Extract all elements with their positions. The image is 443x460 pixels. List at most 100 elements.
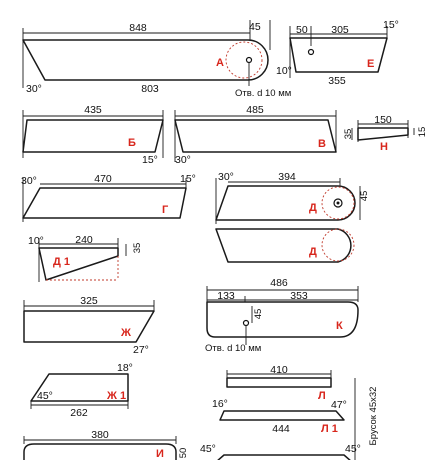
dim-angle-left: 30° (21, 175, 37, 187)
part-a: 848 45 803 30° А Отв. d 10 мм (22, 20, 291, 99)
dim-height: 50 (178, 448, 189, 459)
dim-right-width: 45 (249, 21, 261, 33)
part-label: В (318, 138, 326, 150)
part-v-outline (174, 119, 337, 153)
dim-top: 325 (80, 295, 98, 307)
dim-top-left: 50 (296, 24, 308, 36)
dim-angle-left: 16° (212, 398, 228, 410)
dim-height-right: 15 (417, 127, 428, 138)
dim-angle-right: 45° (345, 443, 361, 455)
part-l1-outline (219, 410, 345, 421)
part-e-outline (289, 37, 388, 73)
part-label: И (156, 448, 164, 460)
part-label: К (336, 320, 343, 332)
part-label: Л (318, 390, 326, 402)
dim-angle: 30° (26, 83, 42, 95)
dim-top: 240 (75, 234, 93, 246)
part-zh: 325 27° Ж (23, 295, 155, 356)
center-guide (321, 186, 355, 220)
dim-angle-left: 10° (276, 65, 292, 77)
dim-angle: 30° (175, 154, 191, 166)
dim-angle-right: 47° (331, 399, 347, 411)
dim-height: 35 (132, 243, 143, 254)
part-d1: 10° 240 35 Д 1 (28, 234, 143, 282)
part-label: Н (380, 141, 388, 153)
part-b: 435 15° Б (22, 104, 164, 166)
part-l1: 16° 47° 444 Л 1 (212, 398, 347, 435)
part-l-outline (226, 377, 332, 388)
part-zh1: 18° 45° 262 Ж 1 (30, 362, 133, 419)
part-label: Б (128, 137, 136, 149)
part-label: Е (367, 58, 374, 70)
part-v: 485 30° В (174, 104, 337, 166)
hole-center-icon (336, 201, 340, 205)
part-bottom-outline (217, 454, 351, 460)
part-label: Д 1 (53, 256, 70, 268)
part-k: 486 133 353 45 К Отв. d 10 мм (205, 277, 359, 354)
dim-height-left: 35 (343, 129, 354, 140)
dim-bottom: 803 (141, 83, 159, 95)
part-label: Г (162, 204, 169, 216)
dim-angle: 15° (142, 154, 158, 166)
part-bottom: 45° 45° (200, 443, 361, 460)
part-i: 380 50 И (23, 429, 189, 460)
dim-bottom: 262 (70, 407, 88, 419)
dim-bottom: 444 (272, 423, 290, 435)
dim-top: 485 (246, 104, 264, 116)
dim-height: 45 (359, 191, 370, 202)
dim-top: 848 (129, 22, 147, 34)
part-d: 30° 394 45 Д (215, 171, 370, 224)
dim-height: 45 (253, 309, 264, 320)
part-label: Ж 1 (106, 390, 126, 402)
hole-note: Отв. d 10 мм (205, 343, 261, 354)
part-label: Д (309, 202, 317, 214)
dim-left: 133 (217, 290, 235, 302)
part-e: 50 305 15° 10° 355 Е (276, 19, 399, 87)
center-guide (321, 228, 355, 262)
dim-angle-right: 18° (117, 362, 133, 374)
dim-top: 435 (84, 104, 102, 116)
dim-top: 470 (94, 173, 112, 185)
part-label: Л 1 (321, 423, 338, 435)
dim-angle-right: 15° (180, 173, 196, 185)
part-a-outline (22, 39, 269, 81)
dim-top: 394 (278, 171, 296, 183)
dim-angle-left: 45° (200, 443, 216, 455)
dim-top: 410 (270, 364, 288, 376)
part-g-outline (22, 187, 187, 219)
part-l: 410 Л (226, 364, 332, 402)
part-k-outline (206, 301, 359, 338)
dim-angle: 30° (218, 171, 234, 183)
hole-icon (245, 56, 253, 64)
dim-angle: 10° (28, 235, 44, 247)
part-d-outline (215, 185, 356, 221)
dim-top: 380 (91, 429, 109, 441)
part-b-outline (22, 119, 164, 153)
dim-top: 150 (374, 114, 392, 126)
beam-note: Брусок 45х32 (354, 378, 379, 460)
part-label: Д (309, 246, 317, 258)
part-d-copy: Д (215, 228, 355, 263)
part-d1-outline (38, 247, 119, 281)
hole-icon (242, 319, 250, 327)
part-n-outline (357, 127, 409, 141)
part-d-copy-outline (215, 228, 352, 263)
part-i-outline (23, 443, 177, 460)
dim-right: 353 (290, 290, 308, 302)
part-label: А (216, 57, 224, 69)
part-g: 30° 470 15° Г (21, 173, 196, 222)
dim-angle-right: 15° (383, 19, 399, 31)
part-label: Ж (120, 327, 131, 339)
part-zh-outline (23, 310, 155, 343)
dim-angle-left: 45° (37, 390, 53, 402)
part-n: 150 35 15 Н (343, 114, 428, 153)
hole-note: Отв. d 10 мм (235, 88, 291, 99)
center-guide (225, 41, 263, 79)
dim-top: 305 (331, 24, 349, 36)
dim-angle: 27° (133, 344, 149, 356)
hole-icon (307, 48, 315, 56)
dim-bottom: 355 (328, 75, 346, 87)
beam-label: Брусок 45х32 (368, 387, 379, 446)
